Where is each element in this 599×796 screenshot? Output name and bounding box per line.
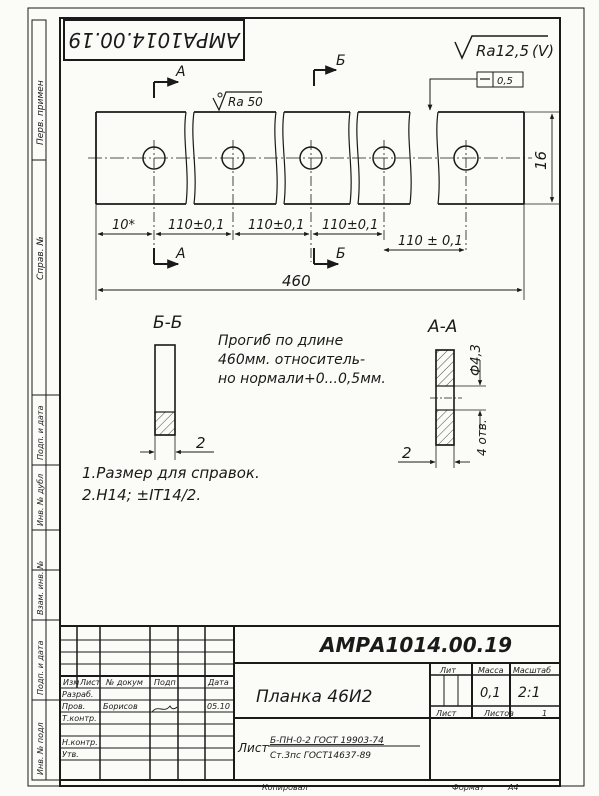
col-header-date: Дата <box>207 678 229 687</box>
scale-value: 2:1 <box>518 685 541 701</box>
margin-label-dup-inv: Инв. № дубл <box>36 474 45 526</box>
bend-note-line-3: но нормали+0...0,5мм. <box>218 371 386 387</box>
dimension-pitch-2: 110±0,1 <box>248 218 304 233</box>
roughness-local: Ra 50 <box>212 91 263 112</box>
dimension-last-pitch: 110 ± 0,1 <box>398 234 463 249</box>
section-aa-title: А-А <box>427 317 457 337</box>
left-margin-strip: Перв. примен Справ. № Подп. и дата Инв. … <box>31 19 61 781</box>
dimension-total-length: 460 <box>282 272 311 290</box>
material-prefix: Лист <box>237 741 269 755</box>
margin-label-ref-no: Справ. № <box>36 236 46 280</box>
material-line-2: Ст.3пс ГОСТ14637-89 <box>270 751 371 761</box>
top-code-box: АМРА1014.00.19 <box>63 19 245 61</box>
roughness-general-value: Ra12,5 <box>476 42 529 60</box>
row-norm-control: Н.контр. <box>62 738 98 747</box>
thickness-right-value: 2 <box>402 444 412 462</box>
lit-label: Лит <box>439 666 456 675</box>
flatness-tolerance: 0,5 <box>427 71 524 111</box>
margin-label-first-use: Перв. примен <box>36 80 46 145</box>
plate-main-view <box>88 111 532 262</box>
section-mark-a-bottom: А <box>175 246 186 262</box>
sheets-label: Листов <box>483 709 514 718</box>
format-label: Формат <box>452 783 485 792</box>
margin-label-sign-date-1: Подп. и дата <box>36 405 45 460</box>
roughness-general-suffix: (V) <box>532 42 554 60</box>
general-notes: 1.Размер для справок. 2.H14; ±IT14/2. <box>82 464 260 504</box>
thickness-left-value: 2 <box>196 434 206 452</box>
col-header-change: Изм <box>63 678 79 687</box>
bend-note: Прогиб по длине 460мм. относитель- но но… <box>218 333 386 387</box>
section-mark-a-top: А <box>175 64 186 80</box>
format-value: А4 <box>507 783 519 792</box>
mass-value: 0,1 <box>480 686 501 701</box>
developer-date: 05.10 <box>207 702 230 711</box>
mass-label: Масса <box>478 666 504 675</box>
copied-label: Копировал <box>262 783 308 792</box>
row-checker: Пров. <box>62 702 85 711</box>
title-code: АМРА1014.00.19 <box>318 633 512 657</box>
bend-note-line-2: 460мм. относитель- <box>218 352 365 368</box>
row-developer: Разраб. <box>62 690 93 699</box>
revision-grid <box>60 626 234 780</box>
part-name: Планка 46И2 <box>256 687 372 707</box>
col-header-sign: Подп <box>154 678 176 687</box>
section-bb-title: Б-Б <box>153 313 182 333</box>
flatness-value: 0,5 <box>497 76 513 87</box>
margin-label-sign-date-2: Подп. и дата <box>36 640 45 695</box>
dimension-height: 16 <box>524 111 560 205</box>
note-2: 2.H14; ±IT14/2. <box>82 486 201 504</box>
material-line-1: Б-ПН-0-2 ГОСТ 19903-74 <box>270 736 384 746</box>
section-mark-b-top: Б <box>336 53 346 69</box>
note-1: 1.Размер для справок. <box>82 464 260 482</box>
row-approved: Утв. <box>62 750 79 759</box>
hole-diameter-value: Ф4,3 <box>469 344 484 376</box>
developer-name: Борисов <box>103 702 138 711</box>
section-bb: Б-Б 2 <box>140 313 214 460</box>
sheet-label: Лист <box>435 709 457 718</box>
row-tech-control: Т.контр. <box>62 714 97 723</box>
dimension-pitch-1: 110±0,1 <box>168 218 224 233</box>
dimension-pitch-3: 110±0,1 <box>322 218 378 233</box>
holes-count-label: 4 отв. <box>475 419 489 456</box>
scale-label: Масштаб <box>513 666 551 675</box>
roughness-local-value: Ra 50 <box>228 95 263 109</box>
dimension-first-offset: 10* <box>112 218 136 233</box>
title-block: Изм Лист № докум Подп Дата Разраб. Пров.… <box>59 625 561 781</box>
roughness-general: Ra12,5 (V) <box>454 35 554 60</box>
col-header-doc-no: № докум <box>105 678 143 687</box>
dimension-height-value: 16 <box>532 151 550 170</box>
developer-signature <box>151 705 178 713</box>
sheets-value: 1 <box>542 709 547 718</box>
bend-note-line-1: Прогиб по длине <box>218 333 343 349</box>
section-mark-b-bottom: Б <box>336 246 346 262</box>
section-aa: А-А Ф4,3 4 отв. 2 <box>398 317 489 468</box>
top-drawing-code: АМРА1014.00.19 <box>68 28 241 52</box>
margin-label-replace-inv: Взам. инв. № <box>36 561 45 615</box>
col-header-sheet: Лист <box>79 678 101 687</box>
margin-label-orig-inv: Инв. № подл <box>36 722 45 775</box>
dimension-chain: 10* 110±0,1 110±0,1 110±0,1 110 ± 0,1 46… <box>95 204 525 300</box>
